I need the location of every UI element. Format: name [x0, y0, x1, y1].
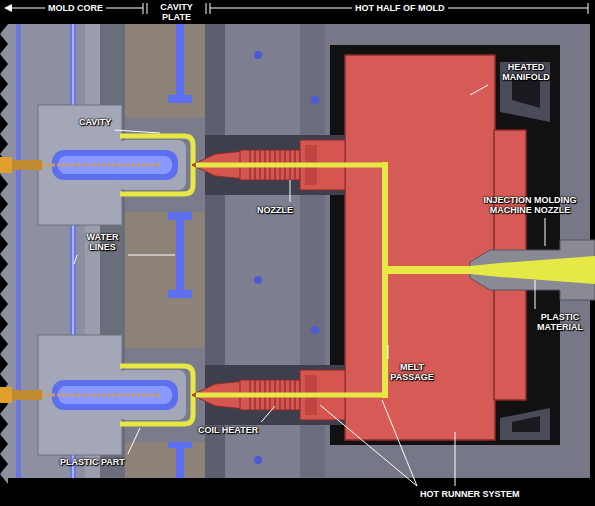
part-label: PLASTIC PART [60, 457, 125, 467]
part-label: CAVITY [79, 117, 111, 127]
part-label: INJECTION MOLDING MACHINE NOZZLE [475, 195, 585, 215]
part-label: MELT PASSAGE [387, 362, 437, 382]
leader-line [320, 405, 417, 486]
part-label: COIL HEATER [198, 425, 258, 435]
leader-line [545, 218, 546, 246]
leader-line [128, 428, 140, 454]
part-label: NOZZLE [257, 205, 293, 215]
part-label: WATER LINES [80, 232, 125, 252]
section-label: CAVITY PLATE [151, 2, 202, 22]
leader-line [290, 180, 291, 202]
part-label: HEATED MANIFOLD [491, 62, 561, 82]
leader-line [74, 255, 77, 264]
leader-line [470, 85, 488, 95]
section-label: HOT HALF OF MOLD [352, 3, 448, 13]
leader-line [382, 400, 417, 486]
leader-line [455, 432, 456, 486]
leader-line [261, 406, 275, 422]
leader-line [535, 280, 536, 309]
part-label: PLASTIC MATERIAL [529, 312, 591, 332]
leader-line [114, 130, 160, 133]
leader-line [128, 255, 175, 256]
leader-line [388, 345, 389, 359]
part-label: HOT RUNNER SYSTEM [420, 489, 520, 499]
section-label: MOLD CORE [45, 3, 106, 13]
